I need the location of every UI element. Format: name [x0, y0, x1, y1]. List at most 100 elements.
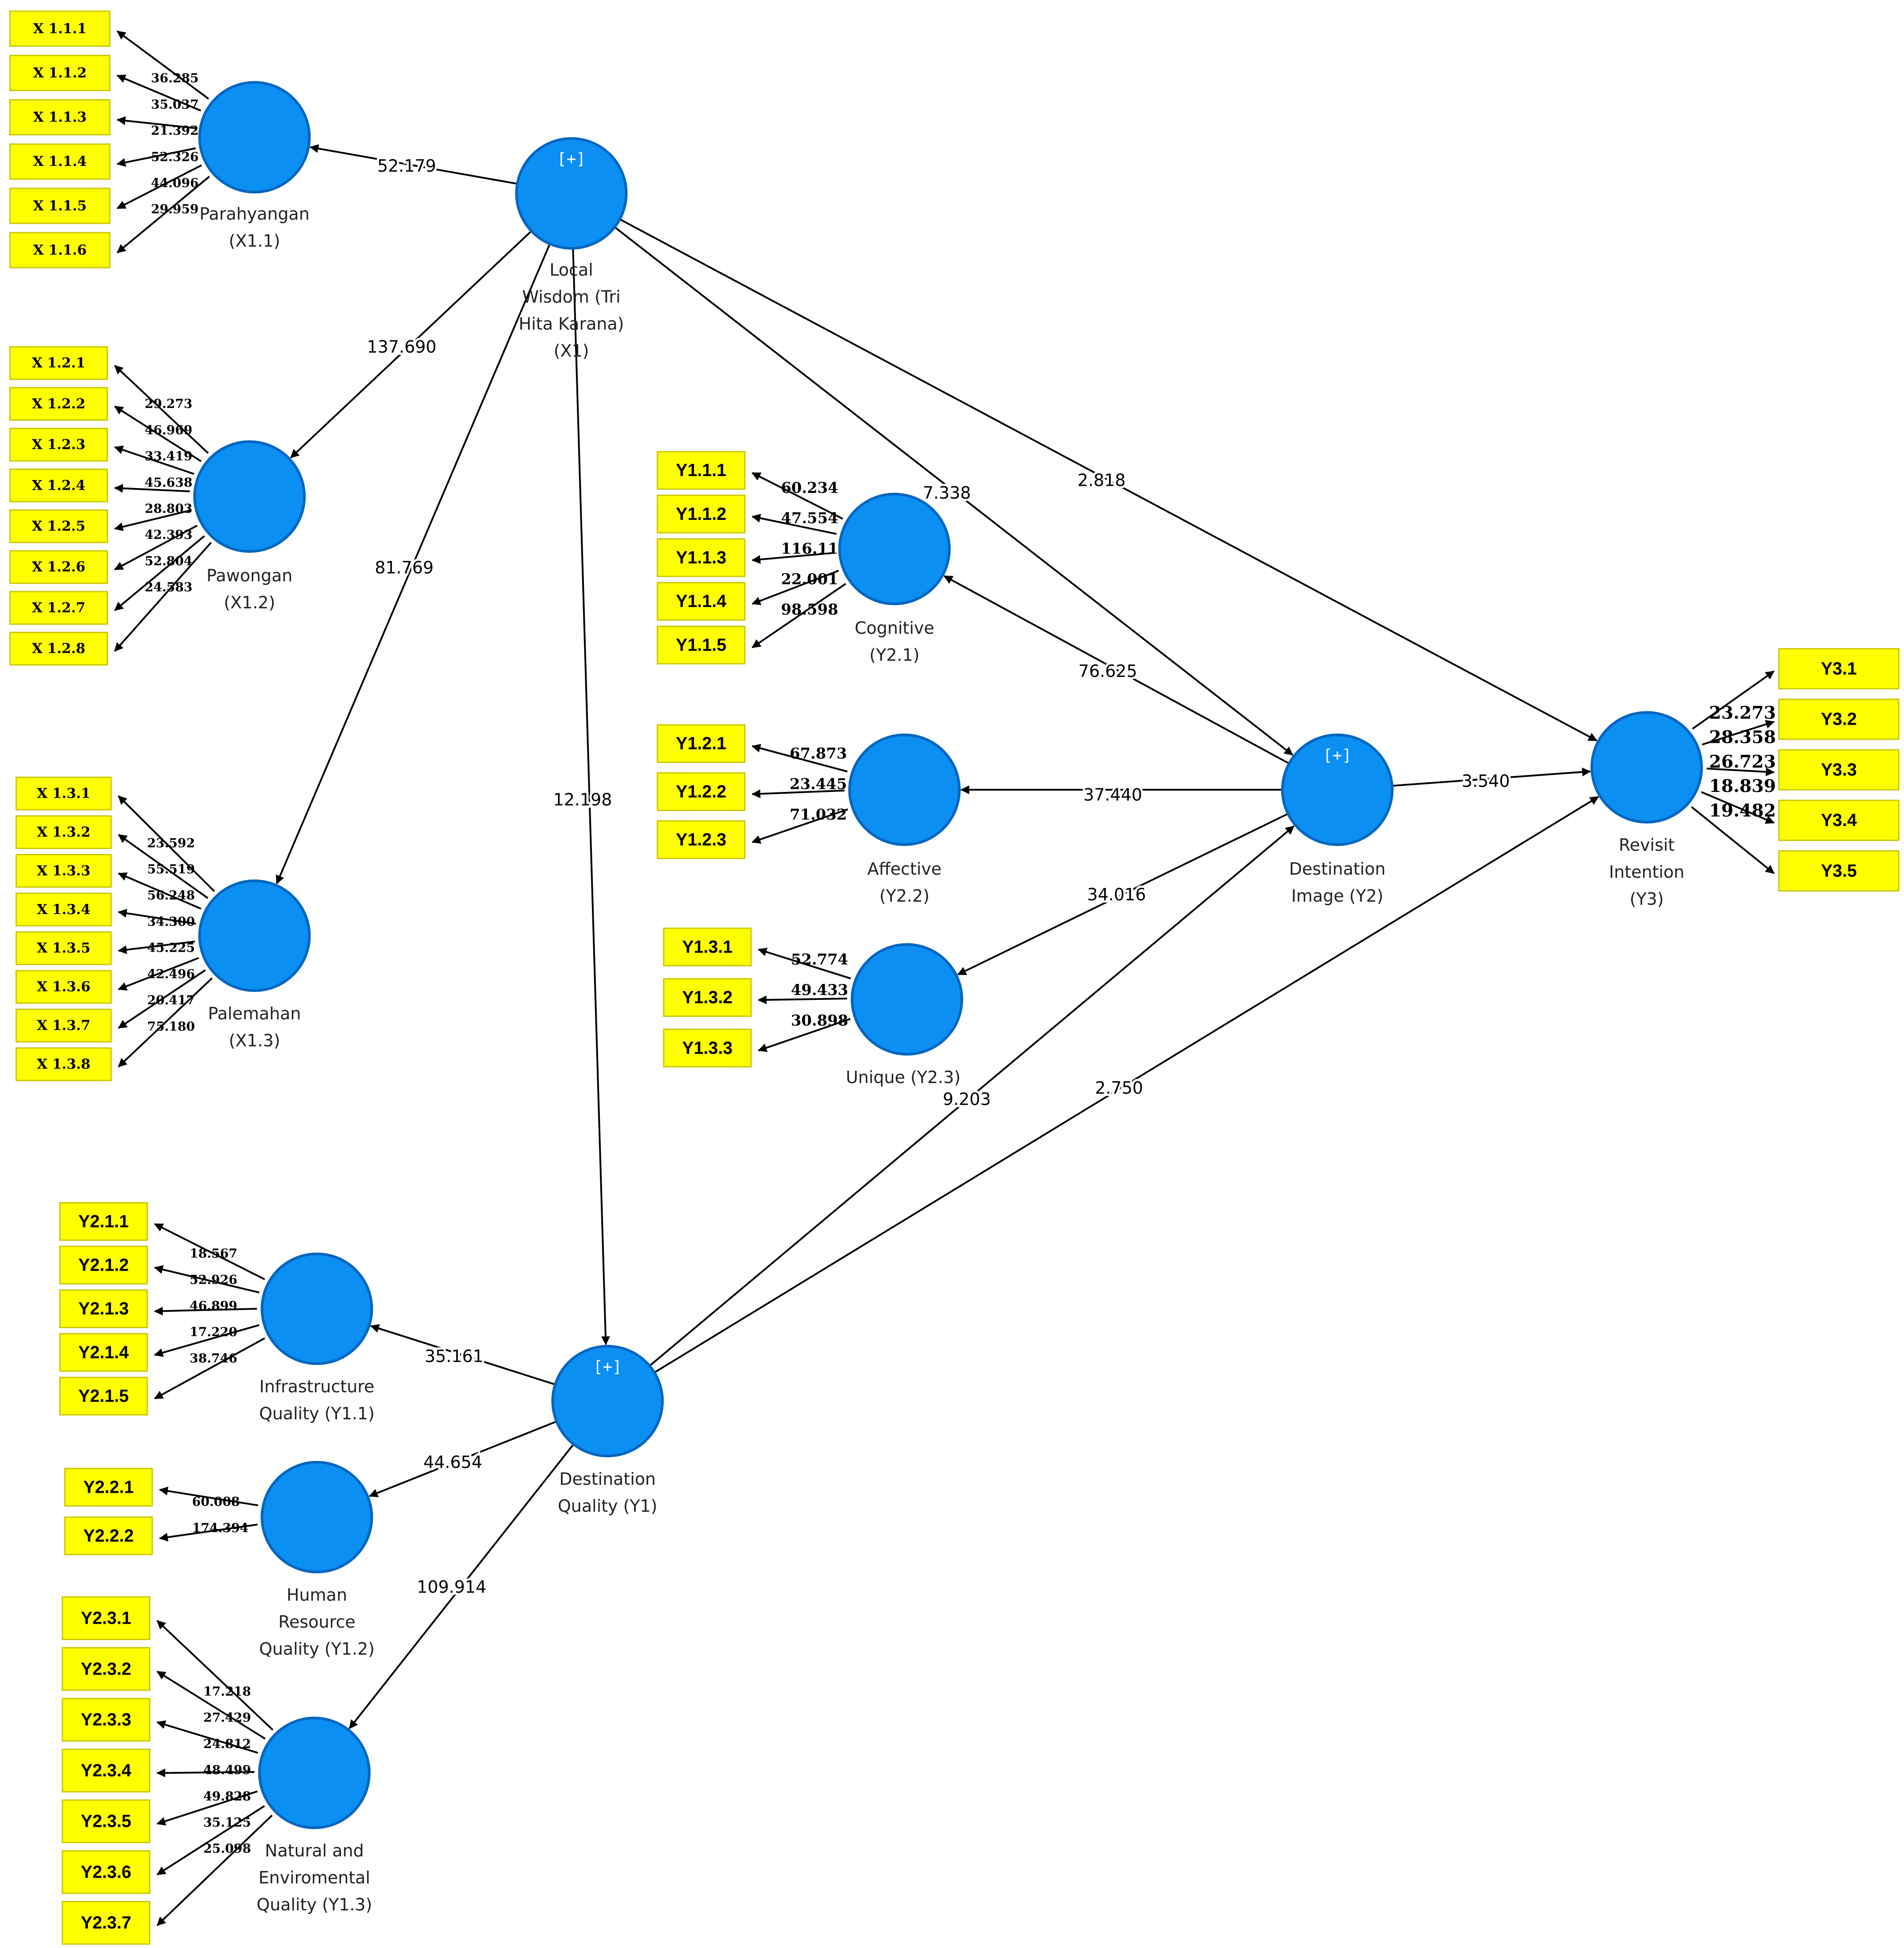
path-y1-to-y3 [654, 796, 1599, 1373]
construct-circle[interactable] [198, 879, 311, 992]
loading-arrow [118, 872, 202, 910]
construct-label: Quality (Y1) [558, 1496, 657, 1516]
loading-arrow [118, 957, 200, 991]
construct-x1[interactable]: [+] [515, 137, 628, 250]
indicator-label: Y2.3.7 [81, 1913, 131, 1933]
construct-label: Destination [1289, 859, 1386, 879]
indicator-box: X 1.3.8 [15, 1047, 112, 1081]
construct-y13[interactable] [258, 1717, 371, 1829]
construct-label: Quality (Y1.1) [259, 1404, 375, 1423]
construct-y11[interactable] [261, 1253, 373, 1365]
construct-circle[interactable] [193, 440, 306, 553]
construct-x11[interactable] [198, 81, 311, 194]
indicator-label: X 1.3.5 [37, 940, 90, 956]
loading-value: 19.482 [1709, 800, 1776, 821]
indicator-box: Y2.1.2 [59, 1245, 148, 1285]
construct-circle[interactable] [838, 492, 951, 605]
indicator-label: Y2.3.6 [81, 1862, 131, 1882]
expand-icon[interactable]: [+] [1323, 746, 1352, 765]
loading-arrow [757, 1018, 851, 1052]
construct-label: Palemahan [208, 1004, 301, 1023]
path-coefficient-y1-y11: 35.161 [425, 1346, 484, 1366]
construct-circle[interactable] [848, 733, 961, 846]
indicator-box: Y3.5 [1778, 850, 1900, 891]
loading-value: 34.300 [147, 914, 195, 929]
loading-arrow [1692, 670, 1775, 730]
indicator-box: X 1.2.8 [9, 631, 108, 666]
construct-label: Wisdom (Tri [522, 287, 620, 307]
loading-arrow [116, 147, 196, 167]
construct-circle[interactable] [1281, 733, 1394, 846]
indicator-label: X 1.1.2 [33, 65, 87, 81]
construct-circle[interactable] [198, 81, 311, 194]
expand-icon[interactable]: [+] [557, 150, 586, 168]
construct-circle[interactable] [261, 1461, 373, 1574]
structural-paths [276, 144, 1599, 1729]
indicator-label: X 1.1.6 [33, 242, 87, 258]
construct-y3[interactable] [1590, 711, 1703, 824]
construct-y22[interactable] [848, 733, 961, 846]
construct-label: Human [287, 1585, 347, 1605]
indicator-box: X 1.1.6 [9, 232, 111, 269]
indicator-label: X 1.2.3 [32, 437, 85, 453]
path-y1-to-y13 [349, 1444, 575, 1729]
indicator-label: Y2.1.4 [78, 1343, 129, 1362]
construct-label: Intention [1609, 862, 1684, 882]
path-coefficient-y1-y3: 2.750 [1095, 1078, 1143, 1098]
indicator-box: X 1.2.5 [9, 509, 108, 543]
loading-arrow [114, 525, 198, 571]
construct-circle[interactable] [551, 1345, 664, 1457]
construct-x13[interactable] [198, 879, 311, 992]
loading-value: 48.499 [203, 1763, 251, 1777]
loading-arrow [159, 1523, 258, 1542]
construct-y2[interactable]: [+] [1281, 733, 1394, 846]
loading-arrow [116, 74, 201, 111]
loading-value: 35.037 [151, 97, 199, 111]
indicator-box: Y1.2.2 [656, 772, 746, 811]
loading-value: 20.417 [147, 993, 195, 1007]
construct-x12[interactable] [193, 440, 306, 553]
expand-icon[interactable]: [+] [593, 1358, 622, 1376]
construct-label: (X1.2) [224, 593, 275, 612]
indicator-label: X 1.2.7 [32, 600, 85, 616]
loading-arrow [751, 808, 848, 844]
loading-arrow [114, 365, 209, 454]
path-y1-to-y11 [370, 1324, 556, 1386]
loading-arrow [114, 405, 202, 462]
loading-value: 52.926 [190, 1272, 238, 1287]
construct-circle[interactable] [515, 137, 628, 250]
construct-y23[interactable] [851, 943, 964, 1056]
path-coefficient-y2-y23: 34.016 [1087, 885, 1146, 904]
construct-circle[interactable] [1590, 711, 1703, 824]
construct-circle[interactable] [258, 1717, 371, 1829]
path-coefficient-x1-x13: 81.769 [375, 558, 434, 577]
loading-value: 49.433 [791, 981, 848, 999]
indicator-box: X 1.1.1 [9, 10, 111, 47]
loading-arrow [118, 909, 196, 925]
loading-value: 24.583 [145, 580, 192, 595]
measurement-loadings: 36.28535.03721.39252.32644.09629.95929.2… [114, 30, 1776, 1926]
indicator-box: Y2.1.5 [59, 1376, 148, 1416]
loading-arrow [751, 552, 835, 564]
indicator-box: X 1.1.5 [9, 188, 111, 224]
construct-circle[interactable] [851, 943, 964, 1056]
construct-y1[interactable]: [+] [551, 1345, 664, 1457]
path-coefficient-y1-y13: 109.914 [417, 1577, 486, 1597]
construct-circle[interactable] [261, 1253, 373, 1365]
construct-y12[interactable] [261, 1461, 373, 1574]
indicator-label: Y2.1.2 [78, 1255, 129, 1275]
path-coefficient-labels: 52.179137.69081.76912.1987.3382.81876.62… [365, 154, 1512, 1599]
indicator-box: Y1.1.2 [656, 495, 746, 534]
loading-value: 98.598 [781, 600, 838, 618]
path-coefficient-x1-y1: 12.198 [553, 790, 612, 810]
indicator-label: Y2.3.4 [81, 1761, 131, 1780]
loading-value: 36.285 [151, 71, 199, 85]
indicator-box: Y2.1.4 [59, 1333, 148, 1372]
construct-y21[interactable] [838, 492, 951, 605]
indicator-box: Y1.3.3 [663, 1029, 752, 1068]
loading-arrow [118, 834, 209, 899]
path-coefficient-y1-y2: 9.203 [943, 1089, 991, 1109]
construct-label: Revisit [1619, 835, 1674, 855]
